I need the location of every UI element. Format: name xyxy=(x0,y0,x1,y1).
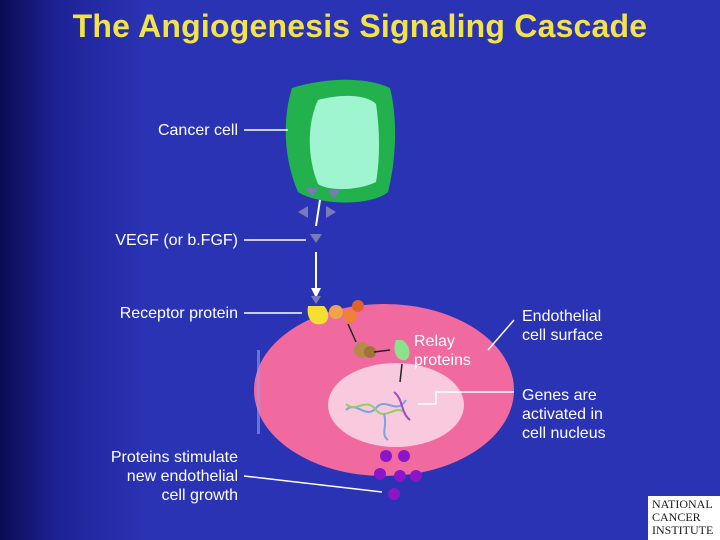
label-endothelial-surface: Endothelial cell surface xyxy=(522,307,603,345)
signal-arrows xyxy=(311,199,321,298)
nci-logo: NATIONAL CANCER INSTITUTE xyxy=(648,496,720,540)
growth-proteins xyxy=(374,450,422,500)
vegf-molecules xyxy=(298,188,340,243)
genes-line-2: activated in xyxy=(522,406,603,423)
label-vegf: VEGF (or b.FGF) xyxy=(115,232,238,249)
label-proteins-stimulate: Proteins stimulate new endothelial cell … xyxy=(40,448,238,505)
logo-line-2: CANCER xyxy=(652,510,701,524)
label-relay-proteins: Relay proteins xyxy=(414,332,471,370)
dna-strand xyxy=(345,391,411,441)
cancer-cell xyxy=(285,79,396,203)
proteins-line-2: new endothelial xyxy=(126,468,238,485)
endothelial-cell xyxy=(254,304,514,476)
proteins-line-1: Proteins stimulate xyxy=(110,449,238,466)
label-receptor-protein: Receptor protein xyxy=(119,305,238,322)
receptor-protein xyxy=(307,296,364,325)
label-cancer-cell: Cancer cell xyxy=(157,122,238,139)
logo-line-1: NATIONAL xyxy=(652,497,713,511)
endothelial-line-2: cell surface xyxy=(522,327,603,344)
credit-mark xyxy=(257,350,260,434)
genes-line-1: Genes are xyxy=(522,387,597,404)
genes-line-3: cell nucleus xyxy=(522,425,606,442)
label-genes-activated: Genes are activated in cell nucleus xyxy=(522,386,606,443)
page-title: The Angiogenesis Signaling Cascade xyxy=(72,8,648,44)
logo-line-3: INSTITUTE xyxy=(652,523,714,537)
cell-nucleus xyxy=(328,363,464,447)
endothelial-line-1: Endothelial xyxy=(522,308,602,325)
relay-line-2: proteins xyxy=(414,352,471,369)
relay-proteins xyxy=(347,323,410,383)
relay-line-1: Relay xyxy=(414,333,455,350)
label-leaders xyxy=(243,129,515,493)
proteins-line-3: cell growth xyxy=(161,487,238,504)
